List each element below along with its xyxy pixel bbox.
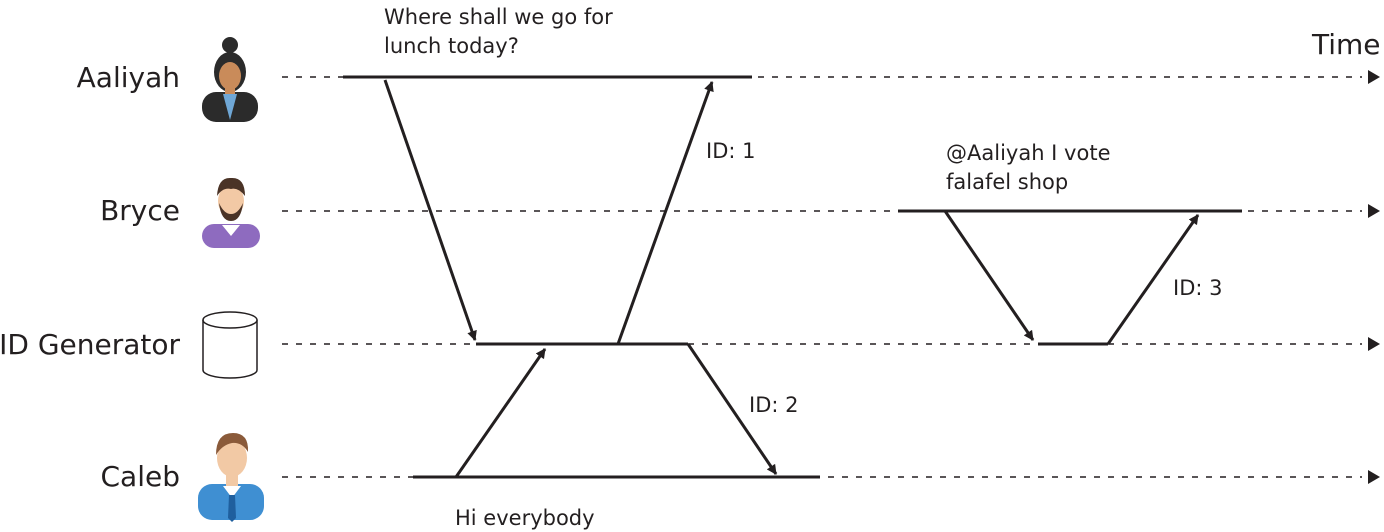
arrow-caleb-to-id-generator bbox=[454, 348, 547, 478]
male-user-icon bbox=[198, 433, 264, 522]
arrow-id-generator-to-aaliyah bbox=[616, 81, 714, 345]
message-bryce-line2: falafel shop bbox=[946, 170, 1068, 194]
lane-label-id-generator: ID Generator bbox=[0, 328, 180, 361]
message-caleb: Hi everybody bbox=[455, 506, 595, 530]
time-arrowhead-aaliyah bbox=[1368, 70, 1380, 84]
time-arrowhead-bryce bbox=[1368, 204, 1380, 218]
bearded-male-user-icon bbox=[202, 177, 260, 248]
time-arrowhead-id-generator bbox=[1368, 337, 1380, 351]
id-label-2: ID: 2 bbox=[749, 393, 798, 417]
message-bryce-line1: @Aaliyah I vote bbox=[946, 141, 1110, 165]
time-arrowhead-caleb bbox=[1368, 470, 1380, 484]
lane-label-bryce: Bryce bbox=[100, 194, 180, 227]
arrow-id-generator-to-caleb bbox=[686, 343, 778, 475]
arrow-bryce-to-id-generator bbox=[943, 210, 1035, 341]
lane-label-aaliyah: Aaliyah bbox=[77, 61, 180, 94]
arrow-aaliyah-to-id-generator bbox=[383, 79, 477, 341]
id-label-1: ID: 1 bbox=[706, 139, 755, 163]
database-cylinder-icon bbox=[202, 311, 258, 379]
message-aaliyah-line2: lunch today? bbox=[384, 34, 519, 58]
time-axis-label: Time bbox=[1311, 28, 1381, 61]
id-label-3: ID: 3 bbox=[1173, 276, 1222, 300]
arrow-id-generator-to-bryce bbox=[1106, 214, 1200, 345]
message-aaliyah-line1: Where shall we go for bbox=[384, 5, 613, 29]
female-user-icon bbox=[202, 37, 258, 122]
lane-label-caleb: Caleb bbox=[101, 460, 181, 493]
